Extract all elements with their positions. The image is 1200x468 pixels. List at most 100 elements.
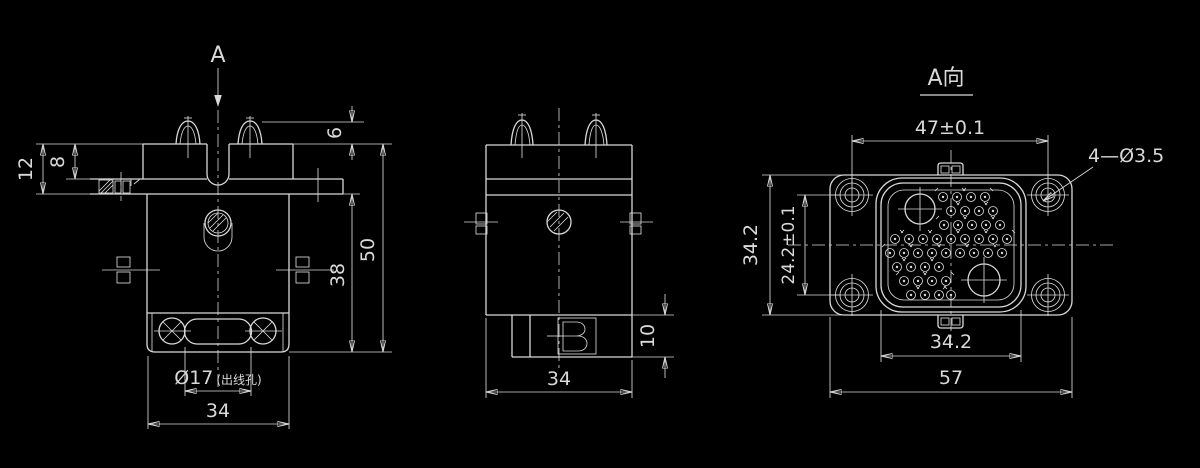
- pin: [934, 187, 948, 202]
- pin: [881, 243, 895, 258]
- pin: [956, 229, 970, 244]
- dim-47: 47±0.1: [915, 117, 985, 139]
- front-dimensions: 12 8 6 38 50 Ø17(出线孔) 34: [15, 106, 392, 429]
- pin: [946, 201, 960, 216]
- front-body: [90, 143, 344, 353]
- front-center-screw: [203, 209, 233, 252]
- pin: [937, 243, 951, 258]
- pin: [974, 201, 988, 216]
- dim-34-2-h: 34.2: [930, 331, 972, 353]
- leader-line: [1043, 166, 1094, 201]
- dim-10: 10: [637, 324, 659, 348]
- rear-opening: [875, 177, 1027, 313]
- pin: [900, 229, 914, 244]
- dim-34-2-v: 34.2: [740, 224, 762, 266]
- pin: [927, 243, 941, 258]
- side-latch-left: [510, 113, 534, 158]
- pin: [892, 257, 906, 272]
- pin: [913, 271, 927, 286]
- side-clip-left: [464, 212, 498, 235]
- pin: [980, 187, 994, 202]
- front-lower-body: [146, 194, 290, 353]
- pin: [953, 215, 967, 230]
- front-latch-right: [237, 116, 263, 158]
- dim-57: 57: [939, 367, 963, 389]
- mount-hole: [1027, 274, 1069, 316]
- front-clamp-screw-right: [245, 317, 282, 345]
- pin: [923, 271, 937, 286]
- pin-field: [881, 187, 1016, 303]
- pin: [942, 285, 956, 300]
- pin: [993, 243, 1007, 258]
- dim-width-34: 34: [206, 400, 230, 422]
- front-clip-hook: [130, 178, 142, 186]
- dim-38: 38: [327, 263, 349, 287]
- large-contact: [961, 257, 1007, 303]
- dim-outlet-note: (出线孔): [216, 373, 261, 387]
- dim-outlet: Ø17(出线孔): [174, 367, 262, 389]
- pin: [930, 257, 944, 272]
- pin: [928, 229, 942, 244]
- side-view: 10 34: [464, 108, 674, 398]
- dim-12: 12: [15, 157, 37, 181]
- dim-50: 50: [357, 238, 379, 262]
- front-clamp-screw-left: [154, 317, 191, 345]
- dim-mount-holes: 4—Ø3.5: [1088, 145, 1164, 167]
- pin: [981, 215, 995, 230]
- side-body: [485, 144, 633, 357]
- side-latch-right: [584, 113, 608, 158]
- rear-dimensions: 47±0.1 4—Ø3.5 24.2±0.1 34.2 34.2 57: [740, 117, 1164, 398]
- rear-flange-plate: [829, 174, 1073, 316]
- front-side-clip-left: [102, 256, 160, 284]
- dim-6: 6: [324, 127, 346, 139]
- front-view: A: [15, 43, 392, 429]
- front-flange-plate: [90, 178, 344, 195]
- pin: [956, 201, 970, 216]
- pin: [902, 257, 916, 272]
- pin: [962, 187, 976, 202]
- front-side-clip-right: [276, 256, 334, 284]
- side-dimensions: 10 34: [485, 294, 674, 398]
- pin: [955, 243, 969, 258]
- pin: [906, 285, 920, 300]
- pin: [963, 215, 977, 230]
- front-outlet-slot: [183, 318, 253, 345]
- rear-view-title: A向: [927, 66, 964, 91]
- pin: [952, 187, 966, 202]
- dim-24-2: 24.2±0.1: [779, 205, 799, 284]
- pin: [920, 257, 934, 272]
- pin: [899, 243, 913, 258]
- pin: [935, 215, 949, 230]
- pin: [984, 201, 998, 216]
- rear-view: A向: [740, 66, 1164, 398]
- side-clamp-block: [511, 315, 632, 358]
- rear-insert-inner: [887, 189, 1015, 301]
- side-clip-right: [620, 212, 653, 235]
- section-arrow-label: A: [210, 43, 225, 68]
- pin: [934, 285, 948, 300]
- pin: [909, 243, 923, 258]
- pin: [941, 271, 955, 286]
- side-center-screw: [546, 209, 572, 235]
- front-panel-hatch: [98, 168, 319, 202]
- rear-bottom-tab: [937, 315, 964, 329]
- pin: [965, 243, 979, 258]
- pin: [974, 229, 988, 244]
- dim-8: 8: [47, 156, 69, 168]
- pin: [895, 271, 909, 286]
- pin: [890, 229, 904, 244]
- section-arrowhead: [214, 95, 222, 107]
- front-u-slot: [206, 144, 230, 186]
- pin: [946, 229, 960, 244]
- dim-outlet-dia: Ø17: [174, 367, 213, 389]
- dim-side-34: 34: [547, 368, 571, 390]
- pin: [918, 229, 932, 244]
- large-contact: [898, 187, 942, 231]
- rear-top-tab: [937, 162, 964, 175]
- front-latch-left: [175, 116, 201, 158]
- pin: [984, 229, 998, 244]
- pin: [1002, 229, 1016, 244]
- pin: [916, 285, 930, 300]
- rear-insert-outer: [880, 182, 1022, 308]
